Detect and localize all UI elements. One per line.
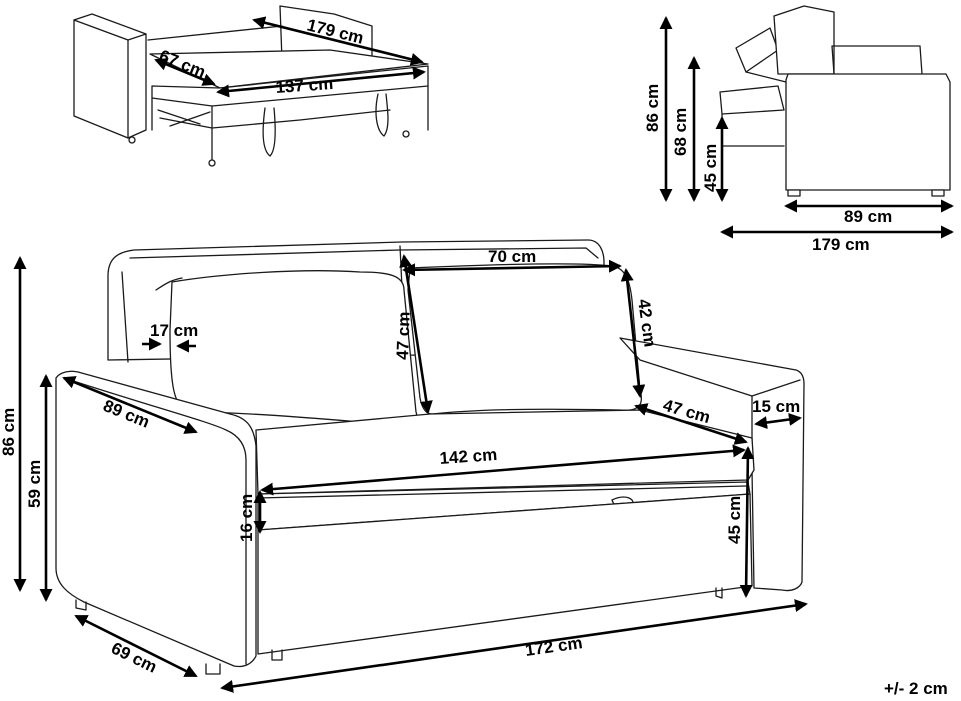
side-view xyxy=(719,5,951,197)
side-depth-open-label: 179 cm xyxy=(812,235,870,254)
open-bed-view xyxy=(73,5,429,167)
side-seat-height-label: 45 cm xyxy=(701,144,720,192)
tolerance-note: +/- 2 cm xyxy=(884,679,948,698)
side-total-height-label: 86 cm xyxy=(643,84,662,132)
main-seat-thickness-label: 16 cm xyxy=(237,494,256,542)
main-arm-height-label: 59 cm xyxy=(25,460,44,508)
main-seat-width-label: 142 cm xyxy=(439,445,498,468)
top-bed-length-label: 137 cm xyxy=(275,74,334,97)
main-cushion-height-left-label: 47 cm xyxy=(393,311,414,360)
main-arm-gap-label: 17 cm xyxy=(150,321,198,340)
main-sofa-view xyxy=(55,239,805,675)
side-back-height-label: 68 cm xyxy=(671,108,690,156)
main-arm-width-label: 15 cm xyxy=(752,397,800,416)
main-cushion-width-label: 70 cm xyxy=(488,247,536,266)
top-bed-width-label: 67 cm xyxy=(157,46,209,82)
main-width-label: 172 cm xyxy=(524,633,584,660)
main-seat-height-label: 45 cm xyxy=(725,496,744,544)
main-total-height-label: 86 cm xyxy=(0,408,18,456)
side-depth-closed-label: 89 cm xyxy=(844,207,892,226)
